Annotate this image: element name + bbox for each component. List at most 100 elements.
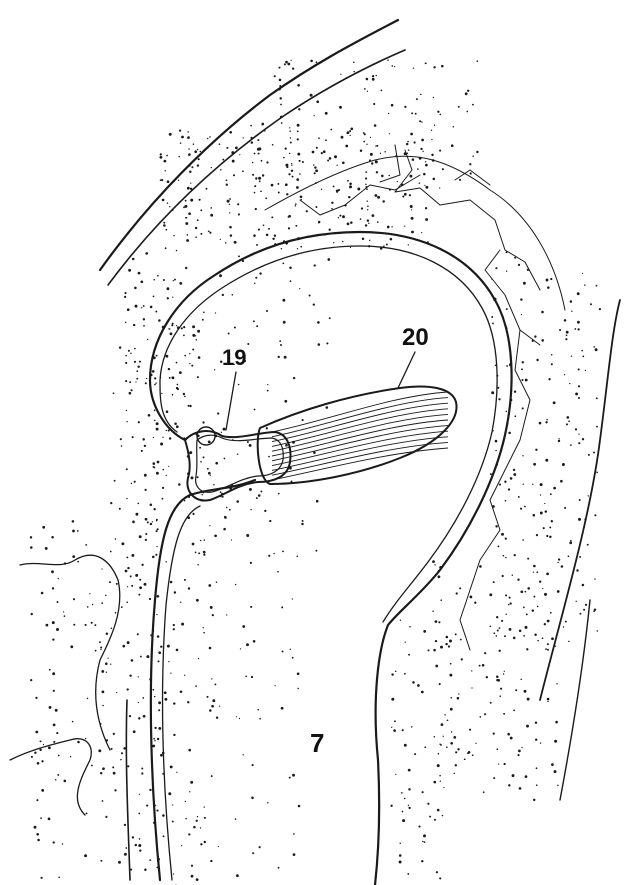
stipple-dot [461,658,463,660]
stipple-dot [277,183,279,185]
stipple-dot [279,79,282,82]
stipple-dot [574,328,576,330]
stipple-dot [534,335,536,337]
stipple-dot [495,440,498,443]
stipple-dot [132,836,134,838]
stipple-dot [204,539,206,541]
stipple-dot [505,538,507,540]
stipple-dot [116,692,117,693]
stipple-dot [536,534,538,536]
stipple-dot [138,844,141,847]
stipple-dot [157,595,160,598]
stipple-dot [295,205,296,206]
stipple-dot [115,612,117,614]
stipple-dot [124,853,127,856]
stipple-dot [434,564,435,565]
stipple-dot [176,425,179,428]
stipple-dot [372,78,375,81]
stipple-dot [428,649,430,651]
stipple-dot [577,321,580,324]
stipple-dot [290,141,292,143]
stipple-dot [342,241,344,243]
stipple-dot [155,382,156,383]
stipple-dot [349,130,351,132]
stipple-dot [209,232,211,234]
stipple-dot [594,609,596,611]
stipple-dot [131,554,134,557]
stipple-dot [214,369,215,370]
stipple-dot [41,877,43,879]
stipple-dot [139,586,142,589]
stipple-dot [158,660,160,662]
stipple-dot [115,538,117,540]
stipple-dot [345,145,348,148]
stipple-dot [562,463,565,466]
stipple-dot [472,754,474,756]
stipple-dot [142,438,144,440]
stipple-dot [287,63,290,66]
stipple-dot [512,574,513,575]
stipple-dot [525,591,527,593]
stipple-dot [55,709,58,712]
stipple-dot [200,827,201,828]
stipple-dot [199,447,201,449]
stipple-dot [164,698,167,701]
stipple-dot [158,709,160,711]
stipple-dot [191,166,193,168]
stipple-dot [501,533,504,536]
stipple-dot [464,758,466,760]
stipple-dot [259,272,261,274]
stipple-dot [536,359,538,361]
stipple-dot [534,634,536,636]
stipple-dot [499,650,501,652]
stipple-dot [162,437,163,438]
stipple-dot [421,860,423,862]
stipple-dot [170,581,173,584]
stipple-dot [229,204,230,205]
stipple-dot [144,445,146,447]
stipple-dot [242,170,244,172]
stipple-dot [505,594,507,596]
stipple-dot [364,88,366,90]
stipple-dot [165,247,167,249]
stipple-dot [380,153,381,154]
stipple-dot [135,513,138,516]
stipple-dot [427,803,429,805]
stipple-dot [366,200,367,201]
stipple-dot [446,636,449,639]
stipple-dot [52,587,54,589]
stipple-dot [412,158,415,161]
stipple-dot [425,62,427,64]
stipple-dot [249,444,252,447]
stipple-dot [569,542,572,545]
stipple-dot [302,161,304,163]
stipple-dot [125,380,127,382]
stipple-dot [166,475,167,476]
stipple-dot [521,314,522,315]
stipple-dot [533,463,536,466]
stipple-dot [386,244,388,246]
stipple-dot [421,691,424,694]
stipple-dot [139,579,141,581]
stipple-dot [292,657,294,659]
stipple-dot [126,556,128,558]
stipple-dot [173,873,174,874]
stipple-dot [437,764,440,767]
stipple-dot [160,153,162,155]
stipple-dot [596,472,598,474]
stipple-dot [564,319,567,322]
stipple-dot [408,244,409,245]
stipple-dot [458,106,460,108]
stipple-dot [409,175,412,178]
stipple-dot [558,438,559,439]
stipple-dot [548,378,550,380]
stipple-dot [417,684,420,687]
stipple-dot [253,640,256,643]
stipple-dot [155,805,156,806]
stipple-dot [395,671,397,673]
stipple-dot [432,611,433,612]
stipple-dot [365,184,366,185]
stipple-dot [138,676,139,677]
stipple-dot [522,539,524,541]
stipple-dot [58,755,60,757]
